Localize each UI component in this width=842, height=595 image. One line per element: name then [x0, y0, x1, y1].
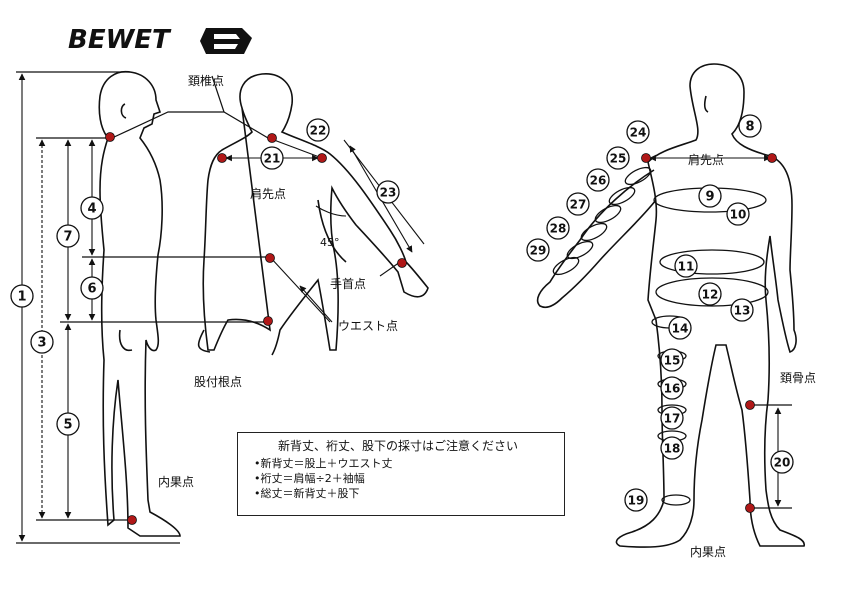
- front-inner-ankle-dot: [745, 503, 755, 513]
- b-hex-logo-icon: [200, 28, 252, 54]
- measurement-number: 24: [630, 126, 647, 140]
- measurement-badge-21: 21: [260, 146, 284, 170]
- measurement-badge-1: 1: [10, 284, 34, 308]
- neck-point-dot: [105, 132, 115, 142]
- measurement-number: 25: [610, 152, 627, 166]
- shoulder-right-dot: [317, 153, 327, 163]
- measurement-badge-10: 10: [726, 202, 750, 226]
- tibia-dot: [745, 400, 755, 410]
- measurement-number: 23: [380, 186, 397, 200]
- measurement-badge-12: 12: [698, 282, 722, 306]
- measurement-badge-11: 11: [674, 254, 698, 278]
- front-shoulder-right-dot: [767, 153, 777, 163]
- side-view-figure: [98, 70, 181, 537]
- label-shoulder-front: 肩先点: [688, 152, 724, 167]
- label-waist: ウエスト点: [338, 319, 398, 333]
- point-labels: 頚椎点 肩先点 45° 手首点 ウエスト点 股付根点 内果点 肩先点 頚骨点 内…: [158, 73, 816, 559]
- measurement-number: 13: [734, 304, 751, 318]
- measurement-badge-25: 25: [606, 146, 630, 170]
- measurement-number: 9: [705, 190, 714, 205]
- note-line-2: •裄丈＝肩幅÷2＋袖幅: [254, 472, 365, 485]
- measurement-number: 20: [774, 456, 791, 470]
- measurement-badge-17: 17: [660, 406, 684, 430]
- waist-dot: [265, 253, 275, 263]
- measurement-badge-13: 13: [730, 298, 754, 322]
- measurement-badge-29: 29: [526, 238, 550, 262]
- measurement-number: 27: [570, 198, 587, 212]
- measurement-number: 15: [664, 354, 681, 368]
- neck-point-back-dot: [267, 133, 277, 143]
- measurement-badge-26: 26: [586, 168, 610, 192]
- measurement-badge-7: 7: [56, 224, 80, 248]
- label-neck-point: 頚椎点: [188, 73, 224, 88]
- measurement-number: 1: [17, 290, 26, 305]
- measurement-number: 19: [628, 494, 645, 508]
- measurement-badge-5: 5: [56, 412, 80, 436]
- measurement-number: 3: [37, 336, 46, 351]
- measurement-number: 7: [63, 230, 72, 245]
- note-line-1: •新背丈＝股上＋ウエスト丈: [254, 457, 393, 470]
- crotch-dot: [263, 316, 273, 326]
- measurement-badge-18: 18: [660, 436, 684, 460]
- brand-name: BEWET: [68, 25, 172, 55]
- measurement-number: 10: [730, 208, 747, 222]
- front-shoulder-left-dot: [641, 153, 651, 163]
- measurement-number: 6: [87, 282, 96, 297]
- measurement-badge-15: 15: [660, 348, 684, 372]
- label-inner-ankle-left: 内果点: [158, 475, 194, 489]
- measurement-badge-4: 4: [80, 196, 104, 220]
- measurement-badge-6: 6: [80, 276, 104, 300]
- measurement-number: 11: [678, 260, 695, 274]
- front-view-figure: [536, 63, 805, 548]
- measurement-number: 21: [264, 152, 281, 166]
- label-wrist: 手首点: [330, 277, 366, 291]
- wrist-dot: [397, 258, 407, 268]
- measurement-badge-16: 16: [660, 376, 684, 400]
- label-inner-ankle-right: 内果点: [690, 545, 726, 559]
- measurement-number: 14: [672, 322, 689, 336]
- label-tibia: 頚骨点: [780, 371, 816, 385]
- measurement-badge-28: 28: [546, 216, 570, 240]
- measurement-number: 5: [63, 418, 72, 433]
- measurement-badge-27: 27: [566, 192, 590, 216]
- note-line-3: •総丈＝新背丈＋股下: [254, 487, 360, 500]
- measurement-badge-9: 9: [698, 184, 722, 208]
- measurement-number: 8: [745, 120, 754, 135]
- label-angle: 45°: [320, 236, 340, 249]
- measurement-number: 16: [664, 382, 681, 396]
- note-title: 新背丈、裄丈、股下の採寸はご注意ください: [278, 439, 519, 453]
- measurement-badge-24: 24: [626, 120, 650, 144]
- measurement-badge-8: 8: [738, 114, 762, 138]
- measurement-number: 18: [664, 442, 681, 456]
- measurement-note: 新背丈、裄丈、股下の採寸はご注意ください •新背丈＝股上＋ウエスト丈 •裄丈＝肩…: [237, 432, 565, 516]
- measurement-number: 12: [702, 288, 719, 302]
- measurement-badge-3: 3: [30, 330, 54, 354]
- brand-logo: BEWET: [68, 25, 252, 55]
- measurement-badge-23: 23: [376, 180, 400, 204]
- measurement-number: 17: [664, 412, 681, 426]
- measurement-number-badges: 1345678910111213141516171819202122232425…: [10, 114, 794, 512]
- measuring-points: [105, 132, 777, 525]
- back-view-figure: [197, 73, 429, 356]
- measurement-number: 28: [550, 222, 567, 236]
- measurement-badge-20: 20: [770, 450, 794, 474]
- measurement-badge-22: 22: [306, 118, 330, 142]
- measurement-number: 22: [310, 124, 327, 138]
- measurement-number: 4: [87, 202, 96, 217]
- measurement-number: 29: [530, 244, 547, 258]
- label-shoulder-back: 肩先点: [250, 186, 286, 201]
- measurement-number: 26: [590, 174, 607, 188]
- measurement-badge-14: 14: [668, 316, 692, 340]
- inner-ankle-dot: [127, 515, 137, 525]
- shoulder-left-dot: [217, 153, 227, 163]
- measurement-badge-19: 19: [624, 488, 648, 512]
- label-crotch: 股付根点: [194, 375, 242, 389]
- guide-lines: [16, 71, 792, 544]
